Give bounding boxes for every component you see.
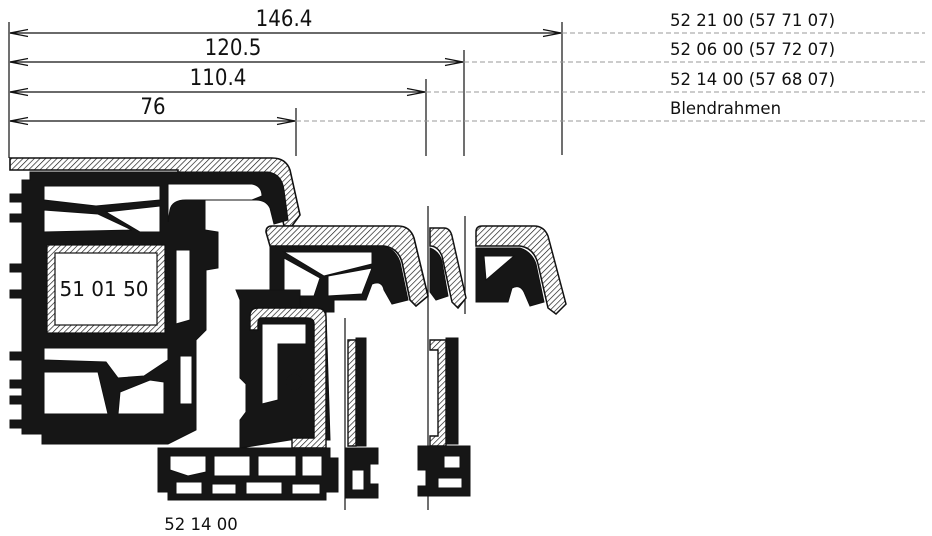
dimension-120 [9, 57, 464, 67]
variant-profile-120 [417, 227, 471, 497]
dimension-value-146: 146.4 [256, 7, 313, 32]
bottom-profile-label: 52 14 00 [164, 515, 237, 534]
reference-label-110: 52 14 00 (57 68 07) [670, 70, 835, 89]
sash-profile: 52 14 00 [157, 225, 429, 534]
frame-chambers [43, 183, 263, 415]
reference-label-120: 52 06 00 (57 72 07) [670, 40, 835, 59]
dimension-lines [8, 22, 563, 158]
variant-profile-146 [475, 225, 567, 315]
dimension-146 [9, 28, 562, 38]
dimension-76 [9, 116, 296, 126]
reinforcement-label: 51 01 50 [59, 277, 148, 301]
dimension-value-110: 110.4 [190, 66, 247, 91]
dimension-value-120: 120.5 [205, 36, 262, 61]
frame-profile: 51 01 50 [9, 157, 301, 445]
glazing-bead [249, 307, 327, 449]
variant-profile-110 [345, 337, 379, 499]
dimension-110 [9, 87, 426, 97]
dimension-value-76: 76 [140, 95, 165, 120]
reference-label-76: Blendrahmen [670, 99, 781, 118]
reference-label-146: 52 21 00 (57 71 07) [670, 11, 835, 30]
steel-reinforcement-inner [54, 252, 158, 326]
leader-lines [296, 32, 925, 122]
